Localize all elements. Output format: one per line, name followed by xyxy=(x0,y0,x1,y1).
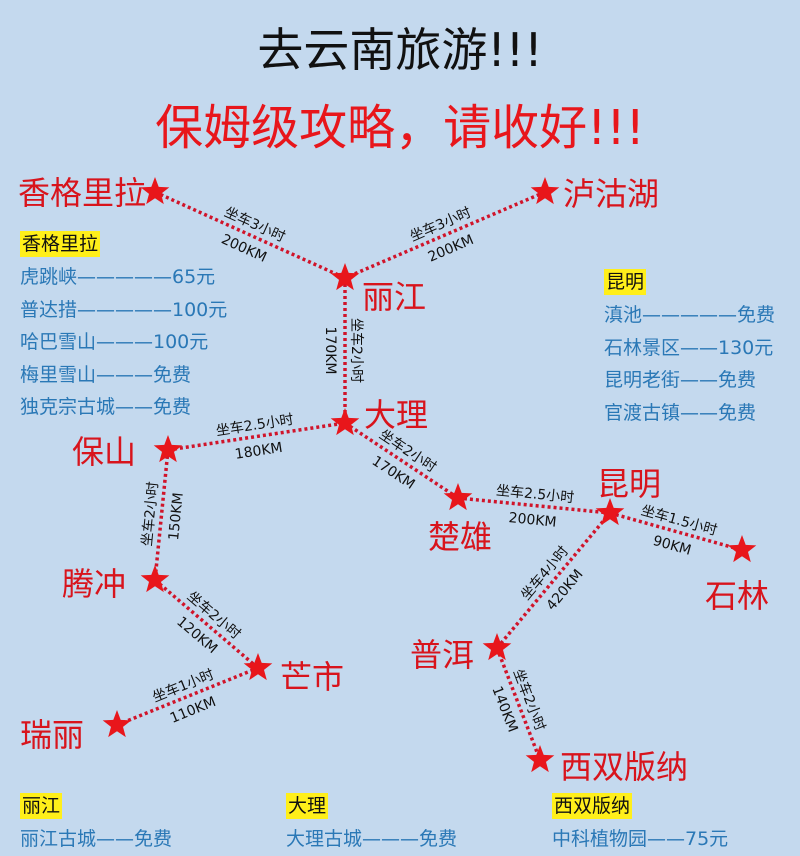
attraction-item: 丽江古城——免费 xyxy=(20,828,173,850)
panel-heading: 昆明 xyxy=(604,269,647,295)
route-distance: 200KM xyxy=(426,232,476,266)
panel-heading: 香格里拉 xyxy=(20,231,101,257)
panel-xianggelila: 香格里拉 虎跳峡—————65元 普达措—————100元 哈巴雪山———100… xyxy=(20,228,227,424)
city-label-xianggelila: 香格里拉 xyxy=(18,174,146,212)
attraction-item: 昆明老街——免费 xyxy=(604,369,757,391)
star-icon xyxy=(140,177,170,205)
attraction-item: 梅里雪山———免费 xyxy=(20,363,192,386)
panel-heading: 丽江 xyxy=(20,793,63,819)
route-line xyxy=(495,647,542,761)
route-distance: 200KM xyxy=(508,510,557,531)
star-icon xyxy=(140,565,170,593)
city-label-dali: 大理 xyxy=(364,396,428,434)
panel-heading: 大理 xyxy=(286,793,329,819)
route-line xyxy=(344,421,459,500)
route-distance: 180KM xyxy=(234,440,284,463)
route-line xyxy=(609,511,743,552)
route-line xyxy=(344,190,546,280)
panel-xishuangbanna: 西双版纳 中科植物园——75元 xyxy=(552,790,728,856)
attraction-item: 哈巴雪山———100元 xyxy=(20,331,209,353)
star-icon xyxy=(595,498,625,526)
attraction-item: 虎跳峡—————65元 xyxy=(20,266,216,288)
route-line xyxy=(153,578,260,670)
panel-dali: 大理 大理古城———免费 xyxy=(286,790,457,856)
attraction-item: 大理古城———免费 xyxy=(286,828,458,850)
route-time: 坐车2小时 xyxy=(138,481,161,547)
panel-kunming: 昆明 滇池—————免费 石林景区——130元 昆明老街——免费 官渡古镇——免… xyxy=(604,266,775,429)
route-line xyxy=(495,511,612,650)
page-title: 去云南旅游!!! xyxy=(257,23,543,77)
panel-lijiang: 丽江 丽江古城——免费 xyxy=(20,790,172,856)
attraction-item: 滇池—————免费 xyxy=(604,304,776,326)
city-label-puer: 普洱 xyxy=(410,636,474,674)
city-label-xishuangbanna: 西双版纳 xyxy=(560,748,688,786)
attraction-item: 普达措—————100元 xyxy=(20,298,228,321)
route-distance: 110KM xyxy=(168,694,218,727)
star-icon xyxy=(727,535,757,563)
star-icon xyxy=(153,435,183,463)
city-label-mangshi: 芒市 xyxy=(280,658,344,696)
route-line xyxy=(457,496,611,515)
attraction-item: 石林景区——130元 xyxy=(604,336,774,359)
star-icon xyxy=(243,653,273,681)
route-distance: 170KM xyxy=(322,327,338,375)
attraction-item: 中科植物园——75元 xyxy=(552,828,729,850)
city-label-ruili: 瑞丽 xyxy=(20,716,84,754)
city-label-tengchong: 腾冲 xyxy=(62,565,126,603)
route-line xyxy=(154,190,346,280)
route-distance: 140KM xyxy=(488,684,520,735)
star-icon xyxy=(330,263,360,291)
page-subtitle: 保姆级攻略，请收好!!! xyxy=(155,100,645,156)
star-icon xyxy=(525,745,555,773)
city-label-lijiang: 丽江 xyxy=(362,278,426,316)
star-icon xyxy=(330,408,360,436)
route-distance: 90KM xyxy=(651,533,693,559)
route-distance: 150KM xyxy=(166,492,187,541)
route-line xyxy=(153,449,170,581)
city-label-shilin: 石林 xyxy=(705,577,769,615)
city-label-baoshan: 保山 xyxy=(72,433,136,471)
city-label-kunming: 昆明 xyxy=(597,465,661,503)
attraction-item: 官渡古镇——免费 xyxy=(604,401,757,424)
route-label: 坐车2小时 170KM xyxy=(322,318,365,383)
panel-heading: 西双版纳 xyxy=(552,793,633,819)
star-icon xyxy=(530,177,560,205)
star-icon xyxy=(443,483,473,511)
route-line xyxy=(116,666,259,727)
star-icon xyxy=(482,633,512,661)
star-icon xyxy=(102,710,132,738)
city-label-chuxiong: 楚雄 xyxy=(428,518,492,556)
city-label-luguhu: 泸沽湖 xyxy=(563,175,659,213)
route-time: 坐车2小时 xyxy=(348,318,365,383)
attraction-item: 独克宗古城——免费 xyxy=(20,396,192,418)
